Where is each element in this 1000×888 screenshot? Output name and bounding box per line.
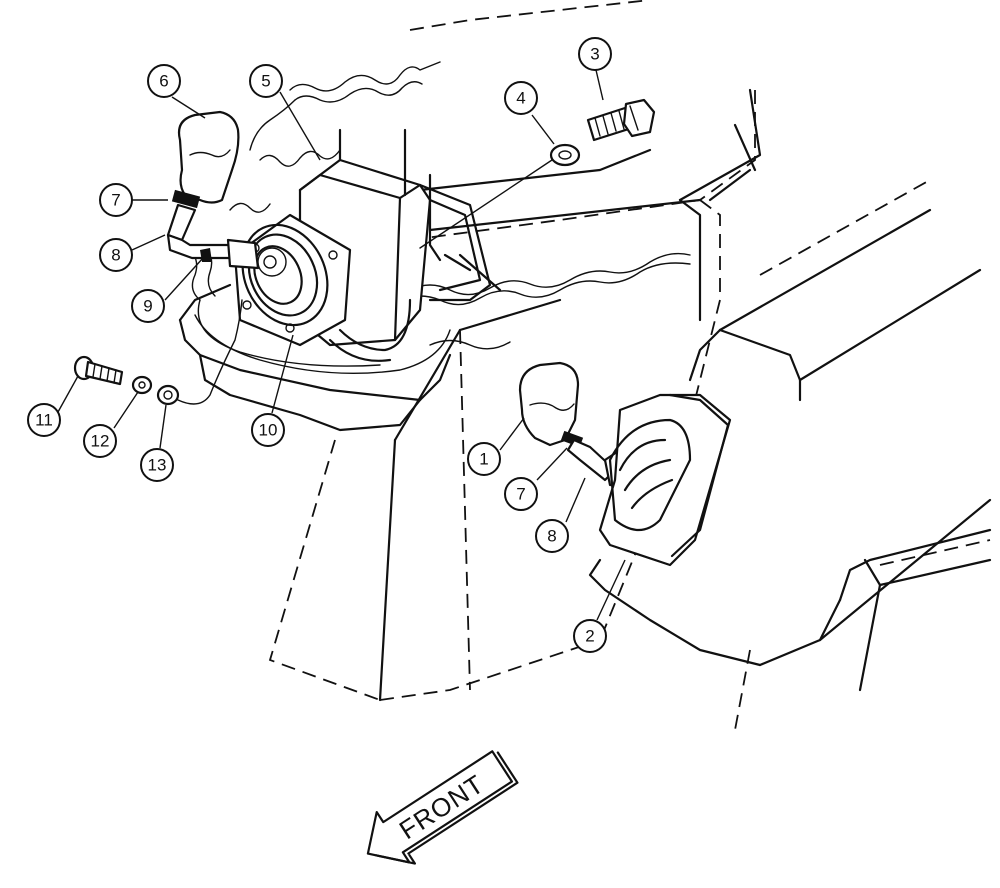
callout-label: 10 [259,421,278,440]
washer-12 [131,375,153,395]
callout-7-left: 7 [99,183,133,217]
callout-label: 13 [148,456,167,475]
callout-2: 2 [573,619,607,653]
callout-label: 12 [91,432,110,451]
callout-6: 6 [147,64,181,98]
right-joystick-lever [518,361,732,567]
front-arrow: FRONT [366,750,519,865]
assembly-line-4 [419,159,553,249]
callout-label: 8 [111,246,120,265]
left-joystick-lever [166,110,287,277]
callout-label: 3 [590,45,599,64]
callout-4: 4 [504,81,538,115]
callout-9: 9 [131,289,165,323]
callout-label: 7 [111,191,120,210]
lockwasher-4 [549,143,581,167]
callout-1: 1 [467,442,501,476]
leader-lines [57,69,626,621]
callout-11: 11 [27,403,61,437]
callout-label: 8 [547,527,556,546]
bolt-3 [586,98,656,142]
callout-label: 11 [35,411,53,430]
callout-5: 5 [249,64,283,98]
callout-label: 6 [159,72,168,91]
callout-10: 10 [251,413,285,447]
mounting-flange [233,213,412,362]
callout-label: 2 [585,627,594,646]
callout-7-right: 7 [504,477,538,511]
callout-label: 5 [261,72,270,91]
washer-13 [156,384,180,406]
screw-11 [73,355,124,386]
callout-8-left: 8 [99,238,133,272]
callout-label: 7 [516,485,525,504]
right-console-panel [588,208,992,692]
assembly-line-13 [177,299,243,405]
callout-8-right: 8 [535,519,569,553]
callout-3: 3 [578,37,612,71]
callout-label: 9 [143,297,152,316]
callout-13: 13 [140,448,174,482]
base-plate [178,283,452,432]
callout-label: 1 [479,450,488,469]
callout-12: 12 [83,424,117,458]
callout-label: 4 [516,89,525,108]
